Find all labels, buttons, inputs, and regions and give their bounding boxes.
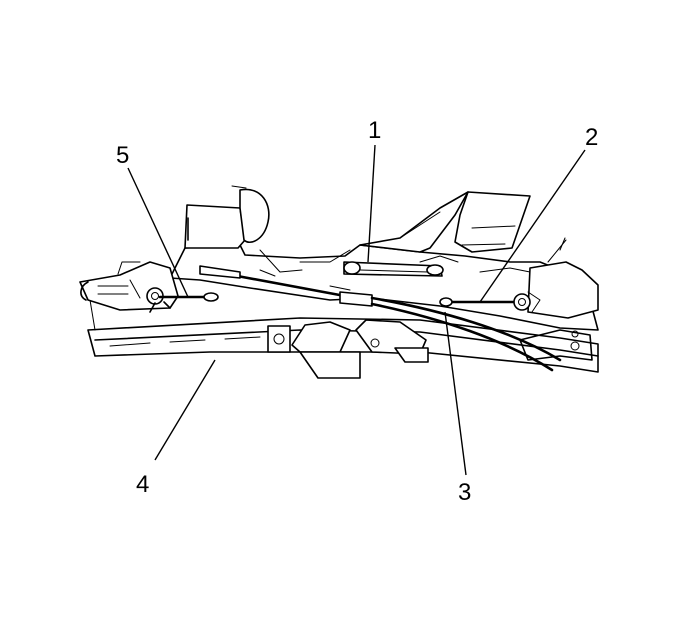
leader-4 [154,359,216,461]
leader-2 [479,149,586,303]
callout-3: 3 [458,479,471,506]
leader-3 [444,311,467,476]
leader-5 [127,167,189,298]
callout-5: 5 [116,142,129,169]
callout-4: 4 [136,471,149,498]
front-brake-cable [199,265,562,372]
callout-1: 1 [368,117,381,144]
leader-1 [367,144,376,263]
left-equalizer-bracket [79,261,179,313]
callout-labels: 1 2 3 4 5 [116,117,598,506]
intermediate-cable-equalizer [343,261,444,277]
callout-2: 2 [585,124,598,151]
leader-lines [127,144,586,476]
underbody-panel [169,185,599,331]
